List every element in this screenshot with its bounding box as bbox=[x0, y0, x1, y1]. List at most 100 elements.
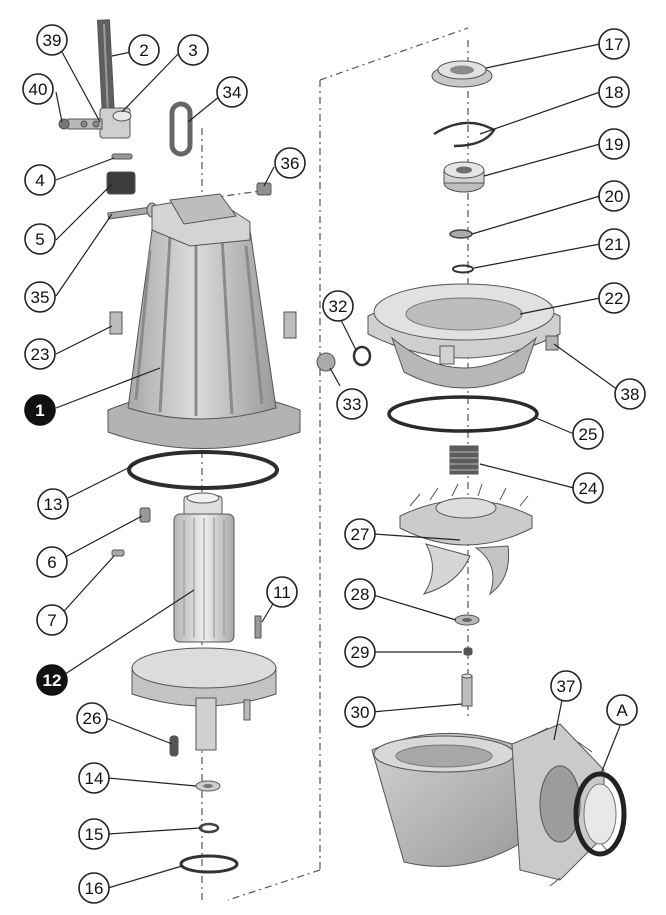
callout-label: 23 bbox=[31, 345, 50, 364]
part-4-pin bbox=[111, 153, 133, 160]
callout-label: 6 bbox=[47, 553, 56, 572]
callout-circle bbox=[598, 282, 630, 314]
callout-circle bbox=[22, 73, 54, 105]
callout-circle bbox=[550, 670, 582, 702]
callout-label: 2 bbox=[139, 41, 148, 60]
callout-label: 30 bbox=[351, 703, 370, 722]
callout-label: A bbox=[616, 701, 628, 720]
callout-circle bbox=[216, 76, 248, 108]
part-32-oring bbox=[352, 345, 372, 367]
callout-circle bbox=[37, 488, 69, 520]
callout-circle bbox=[274, 147, 306, 179]
callout-circle bbox=[606, 694, 638, 726]
callout-label: 15 bbox=[85, 825, 104, 844]
part-36-nut bbox=[256, 182, 272, 196]
part-21-circlip bbox=[452, 264, 474, 274]
callout-32: 32 bbox=[322, 290, 354, 322]
part-24-mechanical-seal bbox=[449, 445, 479, 475]
callout-circle bbox=[598, 128, 630, 160]
callout-circle bbox=[598, 28, 630, 60]
callout-label: 16 bbox=[85, 879, 104, 898]
part-30-screw bbox=[461, 673, 473, 707]
callout-39: 39 bbox=[36, 24, 68, 56]
callout-29: 29 bbox=[344, 636, 376, 668]
callout-label: 5 bbox=[35, 230, 44, 249]
callout-36: 36 bbox=[274, 147, 306, 179]
callout-22: 22 bbox=[598, 282, 630, 314]
callout-label: 32 bbox=[329, 297, 348, 316]
part-13-oring bbox=[127, 450, 279, 490]
callout-17: 17 bbox=[598, 28, 630, 60]
part-5-grommet bbox=[106, 171, 136, 195]
callout-label: 1 bbox=[35, 401, 44, 420]
part-19-bearing bbox=[443, 161, 485, 193]
callout-label: 13 bbox=[44, 495, 63, 514]
callout-circle bbox=[36, 664, 68, 696]
callout-circle bbox=[572, 472, 604, 504]
callout-12: 12 bbox=[36, 664, 68, 696]
callout-circle bbox=[322, 290, 354, 322]
part-39-40-clamp-screw bbox=[58, 118, 103, 130]
part-18-circlip bbox=[433, 121, 496, 148]
part-2-cable bbox=[96, 19, 116, 119]
callout-circle bbox=[344, 636, 376, 668]
part-6-7-small-screws bbox=[111, 507, 151, 557]
part-34-shackle bbox=[169, 101, 193, 157]
callout-circle bbox=[24, 164, 56, 196]
callout-38: 38 bbox=[614, 378, 646, 410]
callout-37: 37 bbox=[550, 670, 582, 702]
callout-label: 3 bbox=[188, 41, 197, 60]
part-35-screw bbox=[107, 202, 158, 220]
part-27-impeller bbox=[399, 483, 533, 596]
callout-label: 11 bbox=[273, 583, 291, 602]
callout-circle bbox=[76, 702, 108, 734]
callout-circle bbox=[36, 24, 68, 56]
callout-13: 13 bbox=[37, 488, 69, 520]
callout-circle bbox=[344, 518, 376, 550]
part-26-key bbox=[169, 735, 179, 757]
part-28-washer bbox=[454, 614, 480, 626]
callout-label: 36 bbox=[281, 154, 300, 173]
callout-label: 37 bbox=[557, 677, 576, 696]
callout-circle bbox=[24, 394, 56, 426]
callout-circle bbox=[128, 34, 160, 66]
callout-circle bbox=[24, 338, 56, 370]
callout-circle bbox=[36, 546, 68, 578]
part-29-key bbox=[463, 647, 473, 656]
callout-label: 27 bbox=[351, 525, 370, 544]
callout-circle bbox=[177, 34, 209, 66]
callout-label: 24 bbox=[579, 479, 598, 498]
callout-label: 29 bbox=[351, 643, 370, 662]
callout-circle bbox=[598, 228, 630, 260]
part-20-washer bbox=[449, 229, 473, 239]
callout-label: 39 bbox=[43, 31, 62, 50]
callout-14: 14 bbox=[78, 762, 110, 794]
callout-label: 21 bbox=[605, 235, 624, 254]
callout-30: 30 bbox=[344, 696, 376, 728]
part-11-stud bbox=[254, 615, 262, 639]
part-22-bearing-housing bbox=[367, 283, 561, 389]
callout-circle bbox=[614, 378, 646, 410]
callout-1: 1 bbox=[24, 394, 56, 426]
callout-33: 33 bbox=[336, 388, 368, 420]
callout-label: 4 bbox=[35, 171, 44, 190]
callout-label: 19 bbox=[605, 135, 624, 154]
callout-circle bbox=[36, 604, 68, 636]
callout-circle bbox=[598, 76, 630, 108]
callout-circle bbox=[572, 418, 604, 450]
callout-circle bbox=[336, 388, 368, 420]
callout-circle bbox=[344, 578, 376, 610]
part-16-ring bbox=[179, 854, 239, 874]
callout-label: 38 bbox=[621, 385, 640, 404]
callout-19: 19 bbox=[598, 128, 630, 160]
callout-label: 26 bbox=[83, 709, 102, 728]
callout-label: 40 bbox=[29, 80, 48, 99]
callout-26: 26 bbox=[76, 702, 108, 734]
callout-label: 25 bbox=[579, 425, 598, 444]
part-12-rotor bbox=[131, 492, 277, 751]
part-33-plug bbox=[316, 352, 336, 372]
callout-40: 40 bbox=[22, 73, 54, 105]
callout-27: 27 bbox=[344, 518, 376, 550]
